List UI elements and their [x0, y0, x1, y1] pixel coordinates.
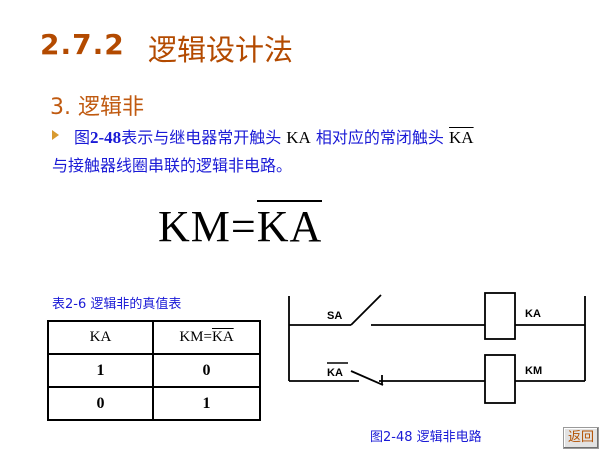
section-number: 2.7.2 — [40, 28, 125, 61]
figure-caption: 图2-48 逻辑非电路 — [370, 430, 482, 445]
para-text-4: 与接触器线圈串联的逻辑非电路。 — [52, 156, 293, 175]
table-header-row: KA KM=KA — [47, 320, 261, 355]
formula-lhs: KM= — [158, 202, 257, 251]
truth-table: KA KM=KA 1 0 0 1 — [47, 320, 261, 421]
header-km: KM=KA — [152, 320, 261, 355]
ka-coil-box — [484, 292, 516, 340]
label-coil-ka: KA — [525, 308, 541, 320]
km-coil-box — [484, 354, 516, 404]
section-title: 逻辑设计法 — [148, 33, 294, 67]
contact-nc-label: KA — [449, 128, 474, 147]
fig-ref: 2-48 — [90, 128, 122, 147]
table-cell: 0 — [47, 386, 154, 421]
table-row: 0 1 — [47, 386, 261, 421]
para-text-2: 表示与继电器常开触头 — [121, 128, 287, 147]
formula-rhs-bar: KA — [256, 200, 323, 251]
header-km-prefix: KM= — [179, 329, 212, 345]
table-cell: 0 — [152, 353, 261, 388]
description-paragraph: 图2-48表示与继电器常开触头 KA 相对应的常闭触头 KA 与接触器线圈串联的逻… — [52, 124, 582, 180]
label-ka-nc: KA — [327, 367, 343, 379]
bullet-arrow-icon — [52, 130, 59, 140]
header-km-bar: KA — [211, 329, 234, 345]
table-cell: 1 — [152, 386, 261, 421]
para-text-1: 图 — [74, 128, 91, 147]
back-button[interactable]: 返回 — [563, 427, 599, 449]
table-row: 1 0 — [47, 353, 261, 388]
ka-nc-contact-blade — [350, 370, 384, 386]
para-text-3: 相对应的常闭触头 — [310, 128, 450, 147]
contact-no-label: KA — [286, 128, 311, 147]
sa-switch-blade — [350, 294, 382, 326]
table-cell: 1 — [47, 353, 154, 388]
subheading: 3. 逻辑非 — [50, 95, 144, 120]
label-sa: SA — [327, 310, 342, 322]
header-ka: KA — [47, 320, 154, 355]
table-caption: 表2-6 逻辑非的真值表 — [52, 297, 182, 312]
label-coil-km: KM — [525, 365, 542, 377]
logic-formula: KM=KA — [158, 200, 323, 252]
